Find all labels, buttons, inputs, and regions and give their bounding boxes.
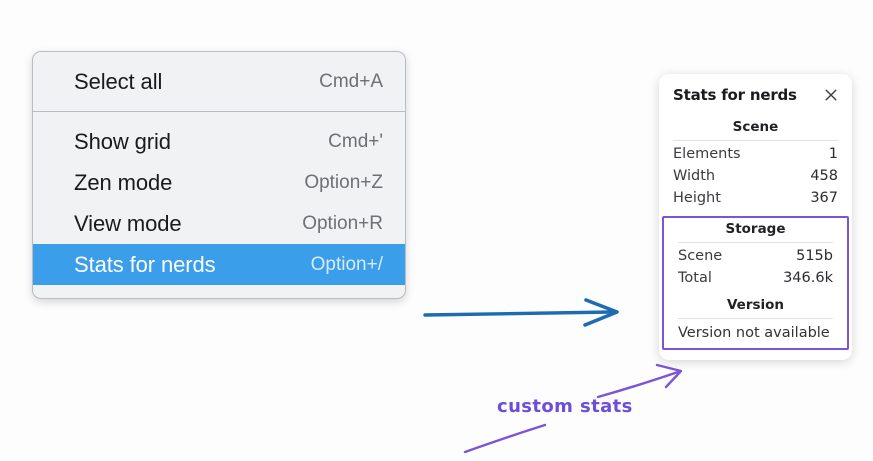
menu-item-label: Show grid (74, 128, 171, 154)
stats-for-nerds-panel: Stats for nerds Scene Elements 1 Width 4… (659, 74, 852, 360)
menu-item-shortcut: Option+Z (304, 171, 383, 193)
menu-item-shortcut: Option+/ (310, 253, 383, 275)
section-divider (678, 242, 833, 243)
menu-item-label: View mode (74, 210, 182, 236)
menu-item-shortcut: Cmd+A (319, 70, 383, 92)
menu-item-label: Select all (74, 68, 163, 94)
menu-item-zen-mode[interactable]: Zen mode Option+Z (33, 162, 405, 203)
panel-title: Stats for nerds (673, 86, 797, 104)
menu-group-padding (33, 112, 405, 121)
menu-bottom-padding (33, 285, 405, 298)
stat-value: 515b (796, 248, 833, 264)
menu-item-shortcut: Cmd+' (328, 130, 383, 152)
menu-separator (33, 111, 405, 112)
purple-arrow-annotation (596, 363, 683, 399)
context-menu[interactable]: Select all Cmd+A Show grid Cmd+' Zen mod… (32, 51, 406, 299)
stat-row: Width 458 (659, 165, 852, 187)
stat-row: Total 346.6k (664, 267, 847, 289)
custom-stats-annotation-label: custom stats (497, 396, 633, 417)
stat-key: Total (678, 270, 712, 286)
menu-item-label: Zen mode (74, 169, 173, 195)
menu-item-select-all[interactable]: Select all Cmd+A (33, 61, 405, 102)
stat-value: 458 (810, 168, 838, 184)
stat-key: Scene (678, 248, 723, 264)
section-heading-version: Version (726, 297, 785, 313)
menu-top-padding (33, 52, 405, 61)
section-divider (673, 140, 838, 141)
menu-item-show-grid[interactable]: Show grid Cmd+' (33, 121, 405, 162)
stat-value: 1 (828, 146, 838, 162)
version-text: Version not available (678, 325, 830, 341)
menu-item-stats-for-nerds[interactable]: Stats for nerds Option+/ (33, 244, 405, 285)
section-heading-scene: Scene (732, 119, 779, 135)
menu-item-view-mode[interactable]: View mode Option+R (33, 203, 405, 244)
custom-stats-highlight-box: Storage Scene 515b Total 346.6k Version … (662, 216, 849, 350)
section-divider (678, 318, 833, 319)
panel-header: Stats for nerds (659, 86, 852, 104)
stat-key: Height (673, 190, 721, 206)
menu-item-shortcut: Option+R (302, 212, 383, 234)
section-heading-storage: Storage (725, 221, 786, 237)
stat-value: 367 (810, 190, 838, 206)
menu-item-label: Stats for nerds (74, 251, 216, 277)
stat-key: Elements (673, 146, 741, 162)
purple-underline-annotation (463, 423, 547, 454)
stat-row: Elements 1 (659, 143, 852, 165)
blue-arrow-annotation (423, 298, 619, 327)
close-icon[interactable] (823, 87, 839, 103)
stat-row: Height 367 (659, 187, 852, 209)
stat-key: Width (673, 168, 716, 184)
stat-row: Scene 515b (664, 245, 847, 267)
stat-value: 346.6k (783, 270, 833, 286)
